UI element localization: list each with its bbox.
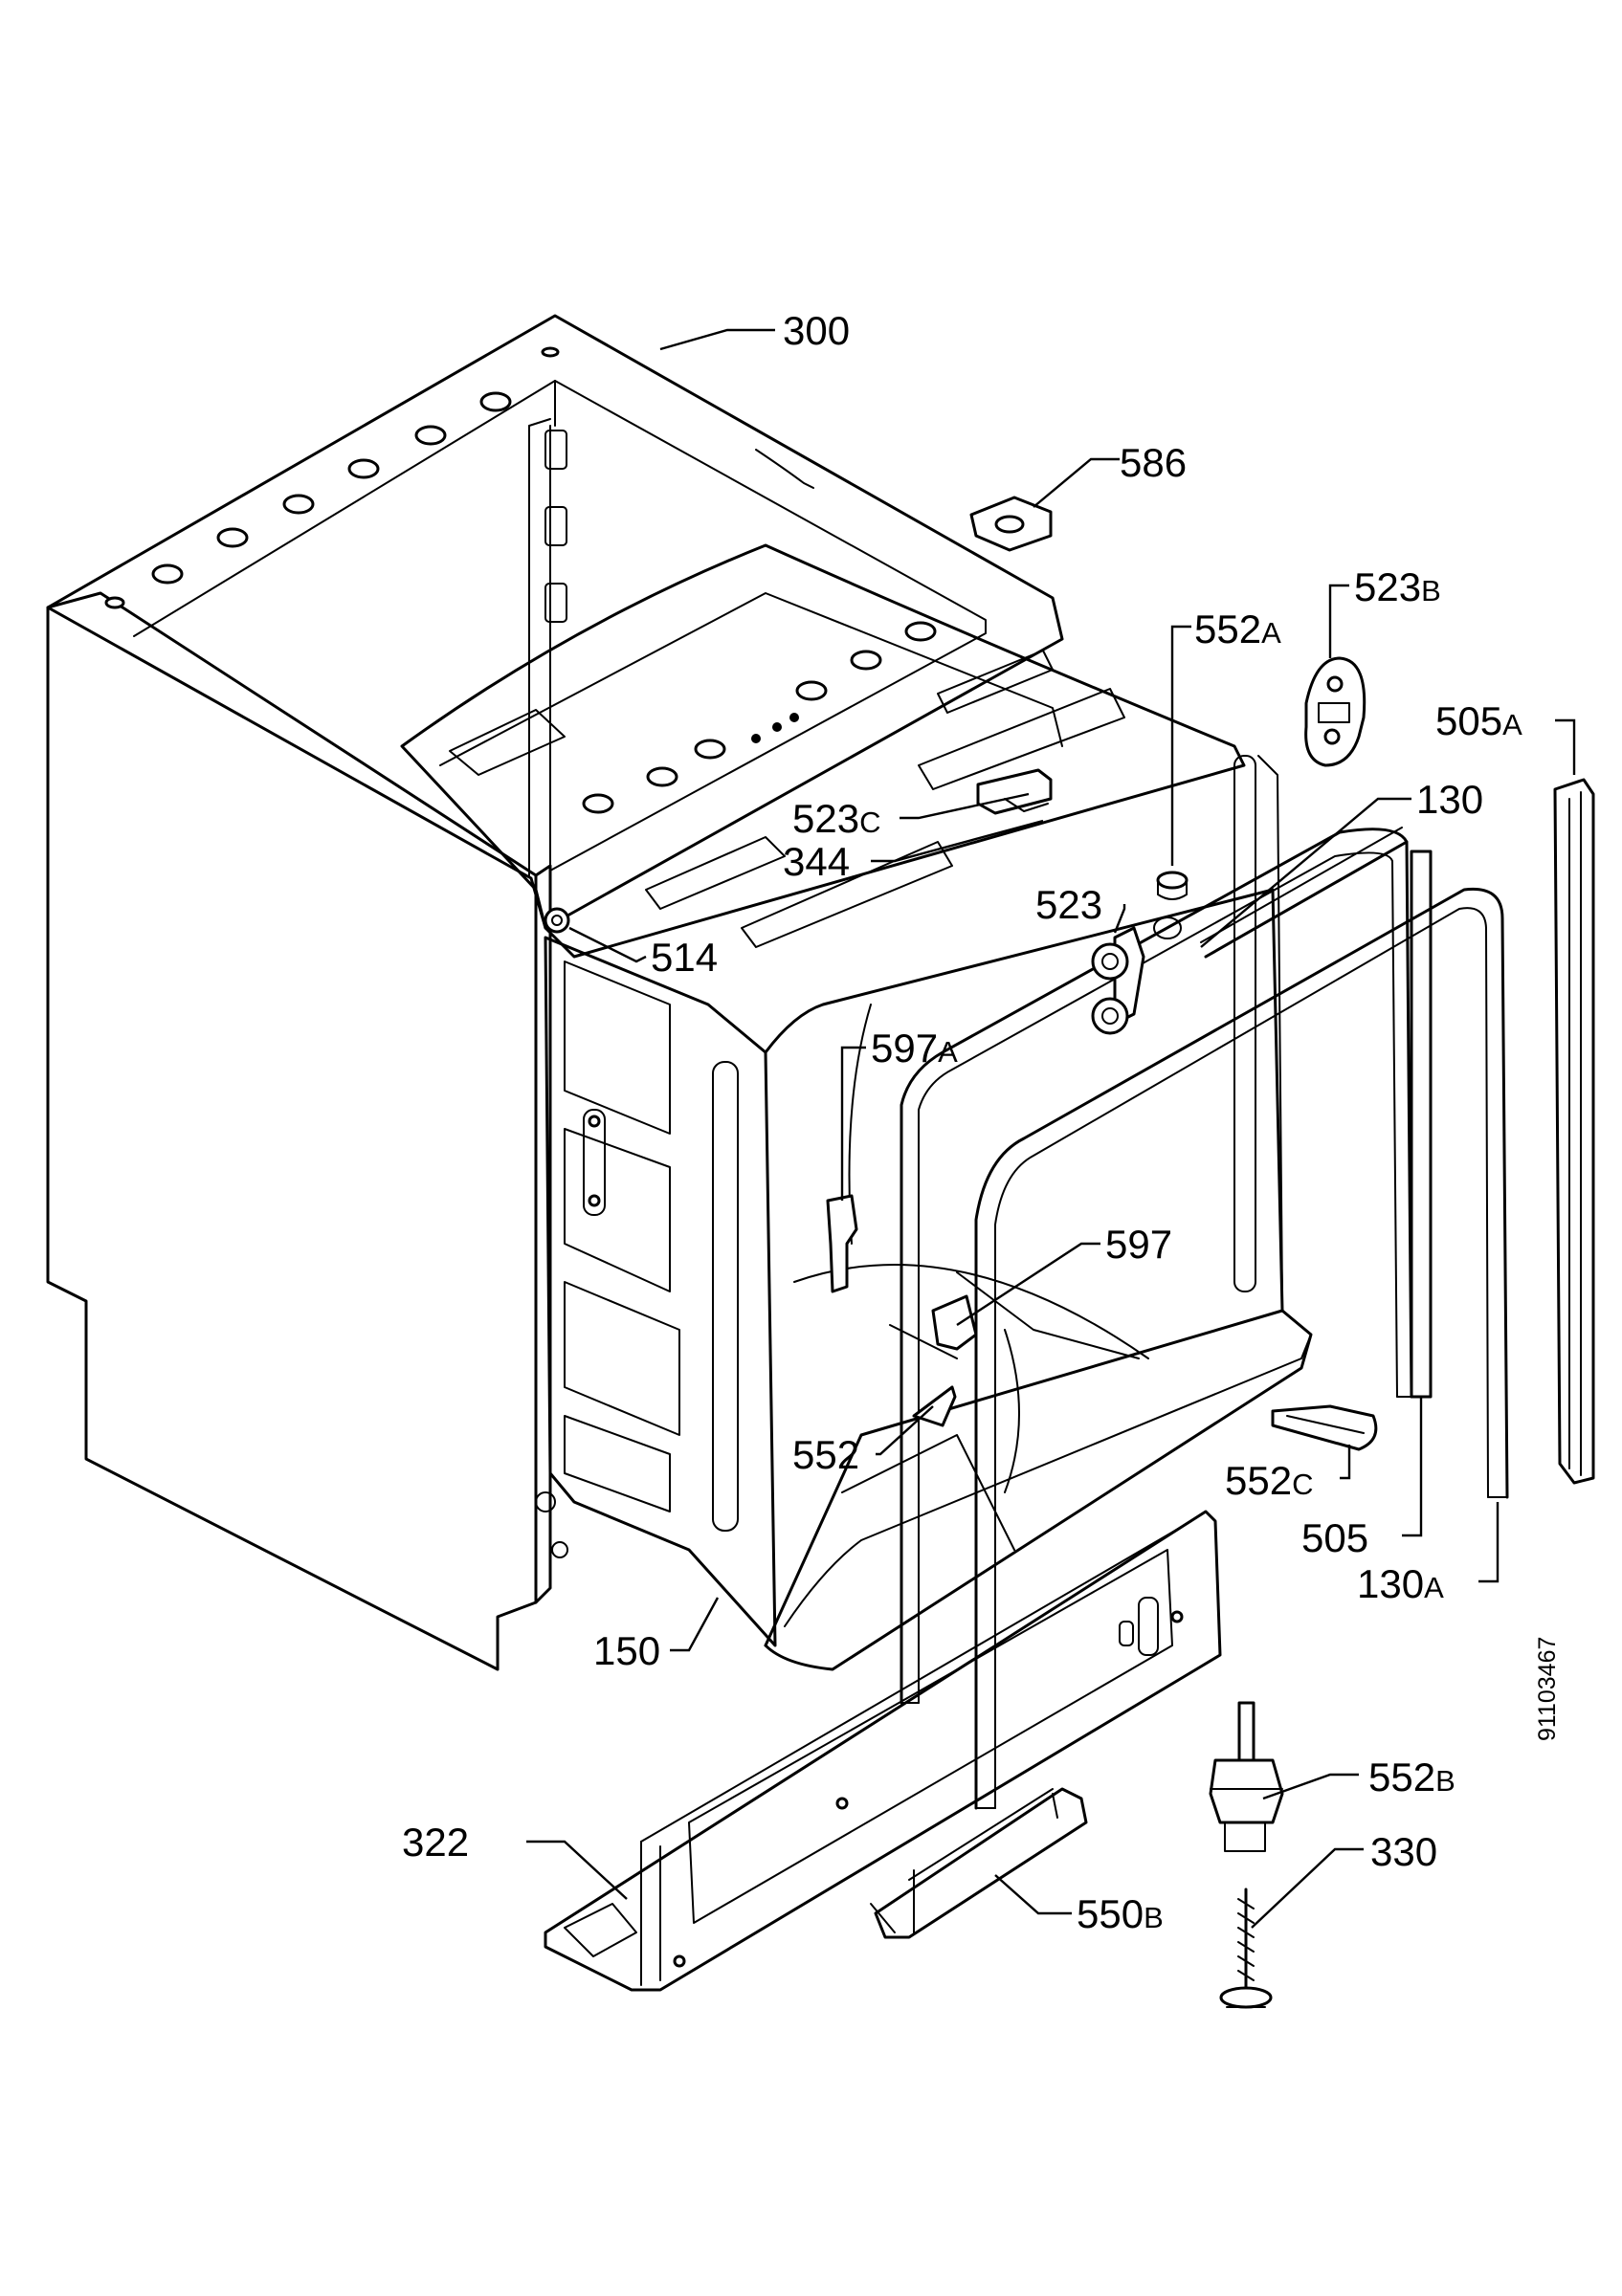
foot-550b bbox=[870, 1787, 1088, 1939]
callout-150: 150 bbox=[593, 1628, 660, 1673]
callout-597: 597 bbox=[1105, 1222, 1172, 1267]
callout-labels: 300 586 523B 552A 505A 130 523C 344 523 … bbox=[402, 308, 1522, 1936]
callout-330: 330 bbox=[1370, 1829, 1437, 1874]
callout-344: 344 bbox=[783, 839, 850, 884]
callout-523b: 523B bbox=[1354, 564, 1441, 609]
bar-552 bbox=[912, 1385, 957, 1427]
callout-550b: 550B bbox=[1077, 1891, 1164, 1936]
grommet-514 bbox=[544, 907, 570, 934]
hook-597a bbox=[826, 1194, 858, 1293]
callout-552: 552 bbox=[792, 1432, 859, 1477]
callout-597a: 597A bbox=[871, 1026, 958, 1071]
ring bbox=[1153, 916, 1182, 939]
callout-130a: 130A bbox=[1357, 1561, 1444, 1606]
screw-330 bbox=[1219, 1888, 1273, 2009]
plug-552a bbox=[1156, 871, 1189, 900]
callout-586: 586 bbox=[1120, 440, 1187, 485]
callout-552b: 552B bbox=[1368, 1755, 1455, 1799]
seal-505 bbox=[1410, 850, 1433, 1399]
document-number: 91103467 bbox=[1534, 1637, 1561, 1741]
callout-130: 130 bbox=[1416, 777, 1483, 822]
adjustable-foot-552b bbox=[1209, 1701, 1284, 1852]
clip-586 bbox=[969, 496, 1053, 552]
tub bbox=[400, 543, 1313, 1671]
door-seal-lower bbox=[974, 887, 1509, 1810]
bracket-523b bbox=[1304, 656, 1366, 767]
top-frame bbox=[46, 314, 1064, 930]
callout-300: 300 bbox=[783, 308, 850, 353]
callout-505a: 505A bbox=[1435, 698, 1522, 743]
hinge-523 bbox=[1091, 926, 1145, 1035]
leader-lines bbox=[526, 328, 1576, 1929]
callout-505: 505 bbox=[1301, 1515, 1368, 1560]
foot-552c bbox=[1271, 1404, 1378, 1451]
latch-597 bbox=[931, 1294, 978, 1351]
latch-523c bbox=[976, 768, 1053, 815]
callout-322: 322 bbox=[402, 1820, 469, 1865]
callout-552a: 552A bbox=[1194, 607, 1281, 651]
callout-552c: 552C bbox=[1225, 1458, 1313, 1503]
cabinet-side-panel bbox=[46, 418, 552, 1671]
base-322 bbox=[544, 1510, 1222, 1992]
callout-523: 523 bbox=[1035, 882, 1102, 927]
callout-523c: 523C bbox=[792, 796, 880, 841]
strip-505a bbox=[1553, 778, 1595, 1485]
door-seal bbox=[900, 827, 1413, 1705]
callout-514: 514 bbox=[651, 935, 718, 980]
